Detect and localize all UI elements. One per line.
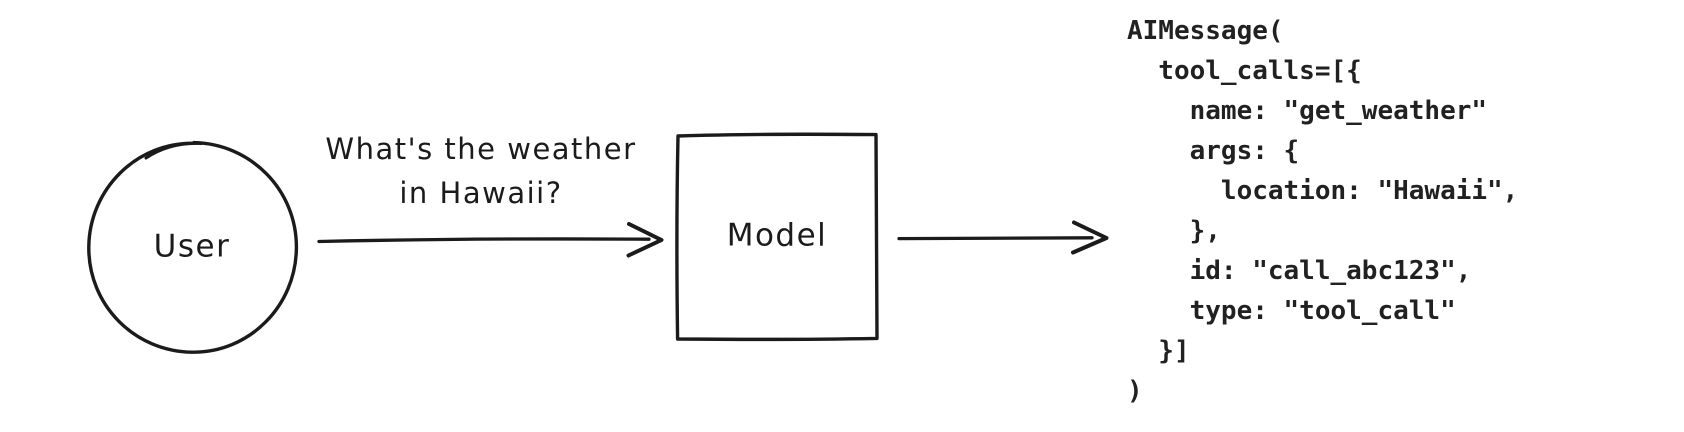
- user-node-label: User: [153, 228, 231, 265]
- arrow-model-to-output-line: [897, 236, 1094, 241]
- user-circle-overdraw: [144, 141, 203, 160]
- aimessage-code-block: AIMessage( tool_calls=[{ name: "get_weat…: [1127, 16, 1519, 406]
- arrow-model-to-output-head-icon: [1071, 220, 1109, 255]
- arrow-user-to-model-head-icon: [626, 222, 664, 258]
- model-node-label: Model: [726, 217, 828, 254]
- arrow-user-to-model-line: [317, 237, 651, 244]
- user-circle-shape: [87, 140, 299, 354]
- model-box-shape: [675, 132, 879, 342]
- user-question-line1: What's the weather: [325, 132, 637, 166]
- user-question-label: What's the weather in Hawaii?: [325, 127, 636, 215]
- user-question-line2: in Hawaii?: [399, 176, 563, 210]
